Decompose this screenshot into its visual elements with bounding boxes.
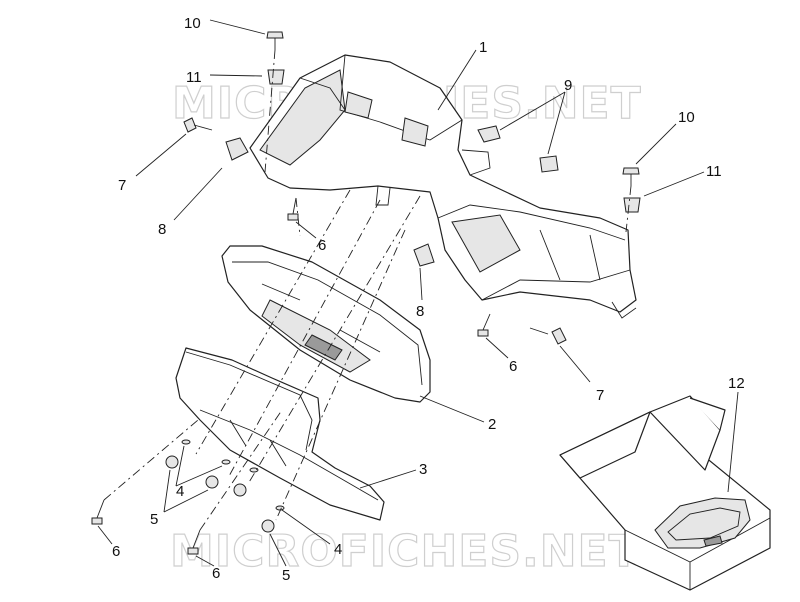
callout-4-left: 4 <box>176 483 184 500</box>
callout-2: 2 <box>488 416 496 433</box>
hardware-brackets-8 <box>225 137 435 267</box>
callout-8-right: 8 <box>416 303 424 320</box>
hardware-screw-10-right <box>622 167 640 186</box>
callout-5-left: 5 <box>150 511 158 528</box>
hardware-clips-9 <box>477 125 559 173</box>
callout-11-left: 11 <box>186 69 202 86</box>
hardware-clip-11-left <box>267 69 285 85</box>
callout-6-left: 6 <box>112 543 120 560</box>
callout-6-top: 6 <box>318 237 326 254</box>
callout-4-right: 4 <box>334 541 342 558</box>
callout-8-left: 8 <box>158 221 166 238</box>
callout-7-left: 7 <box>118 177 126 194</box>
callout-9: 9 <box>564 77 572 94</box>
callout-7-right: 7 <box>596 387 604 404</box>
callout-labels: 1 2 3 4 4 5 5 6 6 6 6 7 7 8 8 9 10 10 11… <box>112 15 745 584</box>
upper-cover-part <box>249 54 637 319</box>
bottom-cover-part <box>175 347 385 521</box>
hardware-spacers-4 <box>181 439 285 511</box>
callout-5-right: 5 <box>282 567 290 584</box>
leader-lines <box>97 19 739 567</box>
callout-6-bottom: 6 <box>212 565 220 582</box>
boxed-kit-part <box>559 395 771 591</box>
instrument-cluster-part <box>221 245 431 403</box>
callout-1: 1 <box>479 39 487 56</box>
watermark-bottom: MICROFICHES.NET <box>170 526 640 577</box>
callout-3: 3 <box>419 461 427 478</box>
callout-6-mid: 6 <box>509 358 517 375</box>
callout-11-right: 11 <box>706 163 722 180</box>
hardware-screw-10-left <box>266 31 284 50</box>
callout-10-right: 10 <box>678 109 695 126</box>
callout-12: 12 <box>728 375 745 392</box>
callout-10-left: 10 <box>184 15 201 32</box>
assembly-lines <box>103 49 632 531</box>
hardware-bolts-7 <box>183 117 567 345</box>
hardware-rivets-5 <box>165 455 275 533</box>
hardware-clip-11-right <box>623 197 641 213</box>
